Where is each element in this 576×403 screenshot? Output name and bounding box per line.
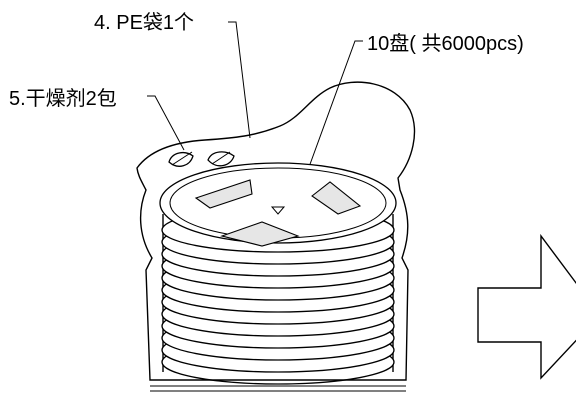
reel-window <box>220 221 300 247</box>
top-reel <box>159 162 397 247</box>
bag-bottom-seal <box>150 379 406 392</box>
top-reel-flange <box>159 162 397 244</box>
desiccant-pack <box>168 151 194 167</box>
reel-window <box>194 179 253 209</box>
reel-window <box>311 181 362 215</box>
reel-label: 10盘( 共6000pcs) <box>367 32 524 55</box>
bag-leader-line <box>228 21 251 139</box>
desiccant-pack <box>207 151 235 167</box>
right-arrow-icon <box>477 233 576 380</box>
reel-leader-line <box>304 40 363 179</box>
desiccant-leader-line <box>147 95 185 151</box>
reel-stack <box>161 207 395 385</box>
reel-hub <box>270 206 286 215</box>
desiccant-packs <box>168 151 235 167</box>
pe-bag-outline <box>136 81 416 381</box>
desiccant-label: 5.干燥剂2包 <box>9 87 117 110</box>
bag-label: 4. PE袋1个 <box>94 11 194 34</box>
